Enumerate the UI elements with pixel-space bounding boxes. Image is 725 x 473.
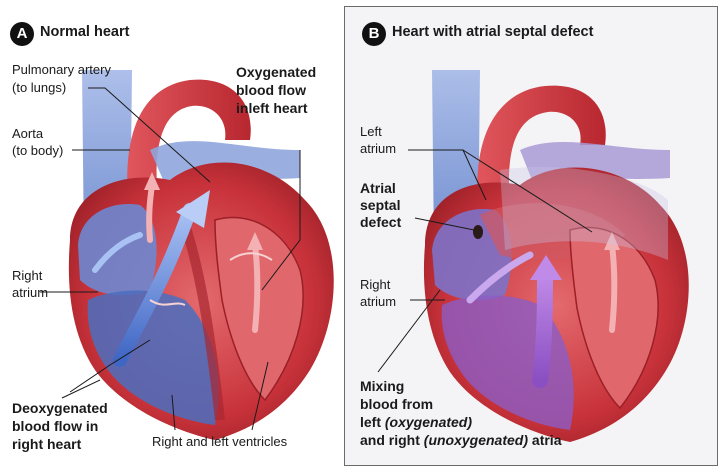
deoxygenated-arrowhead: [176, 190, 210, 228]
oxygenated-flow-arrow-1: [146, 182, 155, 243]
leader-mixing: [377, 289, 441, 373]
label-mixing-4-atria: atria: [528, 432, 562, 448]
right-ventricle-chamber: [87, 290, 219, 425]
label-left-atrium: Left: [360, 124, 382, 139]
mixing-flow-arrow: [532, 267, 553, 388]
panel-a-leader-lines: [40, 87, 301, 431]
septal-defect-heart-illustration: [423, 70, 689, 442]
label-oxygenated-2: blood flow: [236, 82, 306, 98]
label-pulmonary-artery: Pulmonary artery: [12, 62, 111, 77]
oxygenated-arrowhead-b: [604, 232, 620, 250]
valve-detail-2: [229, 252, 273, 261]
oxygenated-flow-arrow-2: [252, 242, 261, 333]
label-oxygenated-3: inleft heart: [236, 100, 308, 116]
panel-b-badge: B: [362, 22, 386, 46]
label-oxygenated-1: Oxygenated: [236, 64, 317, 80]
leader-pulmonary-artery: [88, 87, 211, 183]
label-mixing-3: left (oxygenated): [360, 414, 472, 430]
leader-ventricles-1: [171, 394, 176, 431]
label-mixing-3-oxygenated: (oxygenated): [384, 414, 473, 430]
label-deoxygenated-2: blood flow in: [12, 418, 99, 434]
septal-defect-hole: [473, 225, 483, 239]
normal-heart-illustration: [68, 70, 334, 440]
label-aorta: Aorta: [12, 126, 44, 141]
translucent-overlay-b: [500, 166, 668, 260]
label-right-atrium: Right: [12, 268, 43, 283]
oxygenated-flow-arrow-b: [609, 242, 618, 333]
leader-ventricles-2: [251, 361, 269, 431]
label-right-atrium-b-sub: atrium: [360, 294, 397, 309]
label-pulmonary-artery-sub: (to lungs): [12, 80, 67, 95]
panel-a-title: Normal heart: [40, 24, 130, 40]
leader-deoxygenated-2: [61, 379, 101, 399]
label-right-atrium-sub: atrium: [12, 285, 49, 300]
aorta-vessel: [127, 79, 251, 200]
leader-left-atrium-2: [462, 149, 593, 233]
label-aorta-sub: (to body): [12, 143, 64, 158]
label-asd-1: Atrial: [360, 180, 396, 196]
label-mixing-3-left: left: [360, 414, 385, 430]
label-left-atrium-sub: atrium: [360, 141, 397, 156]
label-mixing-2: blood from: [360, 396, 434, 412]
label-deoxygenated-3: right heart: [12, 436, 82, 452]
right-atrium-flow-arrow: [92, 232, 143, 273]
label-right-atrium-b: Right: [360, 277, 391, 292]
label-mixing-4: and right (unoxygenated) atria: [360, 432, 561, 448]
aorta-vessel-b: [477, 85, 606, 205]
oxygenated-arrowhead-1: [144, 172, 160, 190]
mixing-arrowhead: [530, 255, 562, 280]
leader-deoxygenated-1: [69, 339, 151, 393]
label-ventricles: Right and left ventricles: [152, 434, 288, 449]
deoxygenated-flow-arrow: [113, 203, 197, 367]
label-mixing-4-unoxygenated: (unoxygenated): [423, 432, 529, 448]
mixing-flow-arrow-2: [466, 251, 534, 304]
panel-b-title: Heart with atrial septal defect: [392, 24, 594, 40]
septum-wall: [180, 223, 225, 421]
label-mixing-1: Mixing: [360, 378, 405, 394]
oxygenated-arrowhead-2: [247, 232, 263, 250]
panel-b-leader-lines: [377, 149, 593, 373]
leader-oxygenated: [261, 150, 301, 291]
label-asd-2: septal: [360, 197, 401, 213]
leader-asd: [414, 217, 475, 231]
valve-detail: [149, 299, 186, 306]
label-mixing-4-and-right: and right: [360, 432, 424, 448]
label-deoxygenated-1: Deoxygenated: [12, 400, 108, 416]
panel-a-badge: A: [10, 22, 34, 46]
label-asd-3: defect: [360, 214, 402, 230]
